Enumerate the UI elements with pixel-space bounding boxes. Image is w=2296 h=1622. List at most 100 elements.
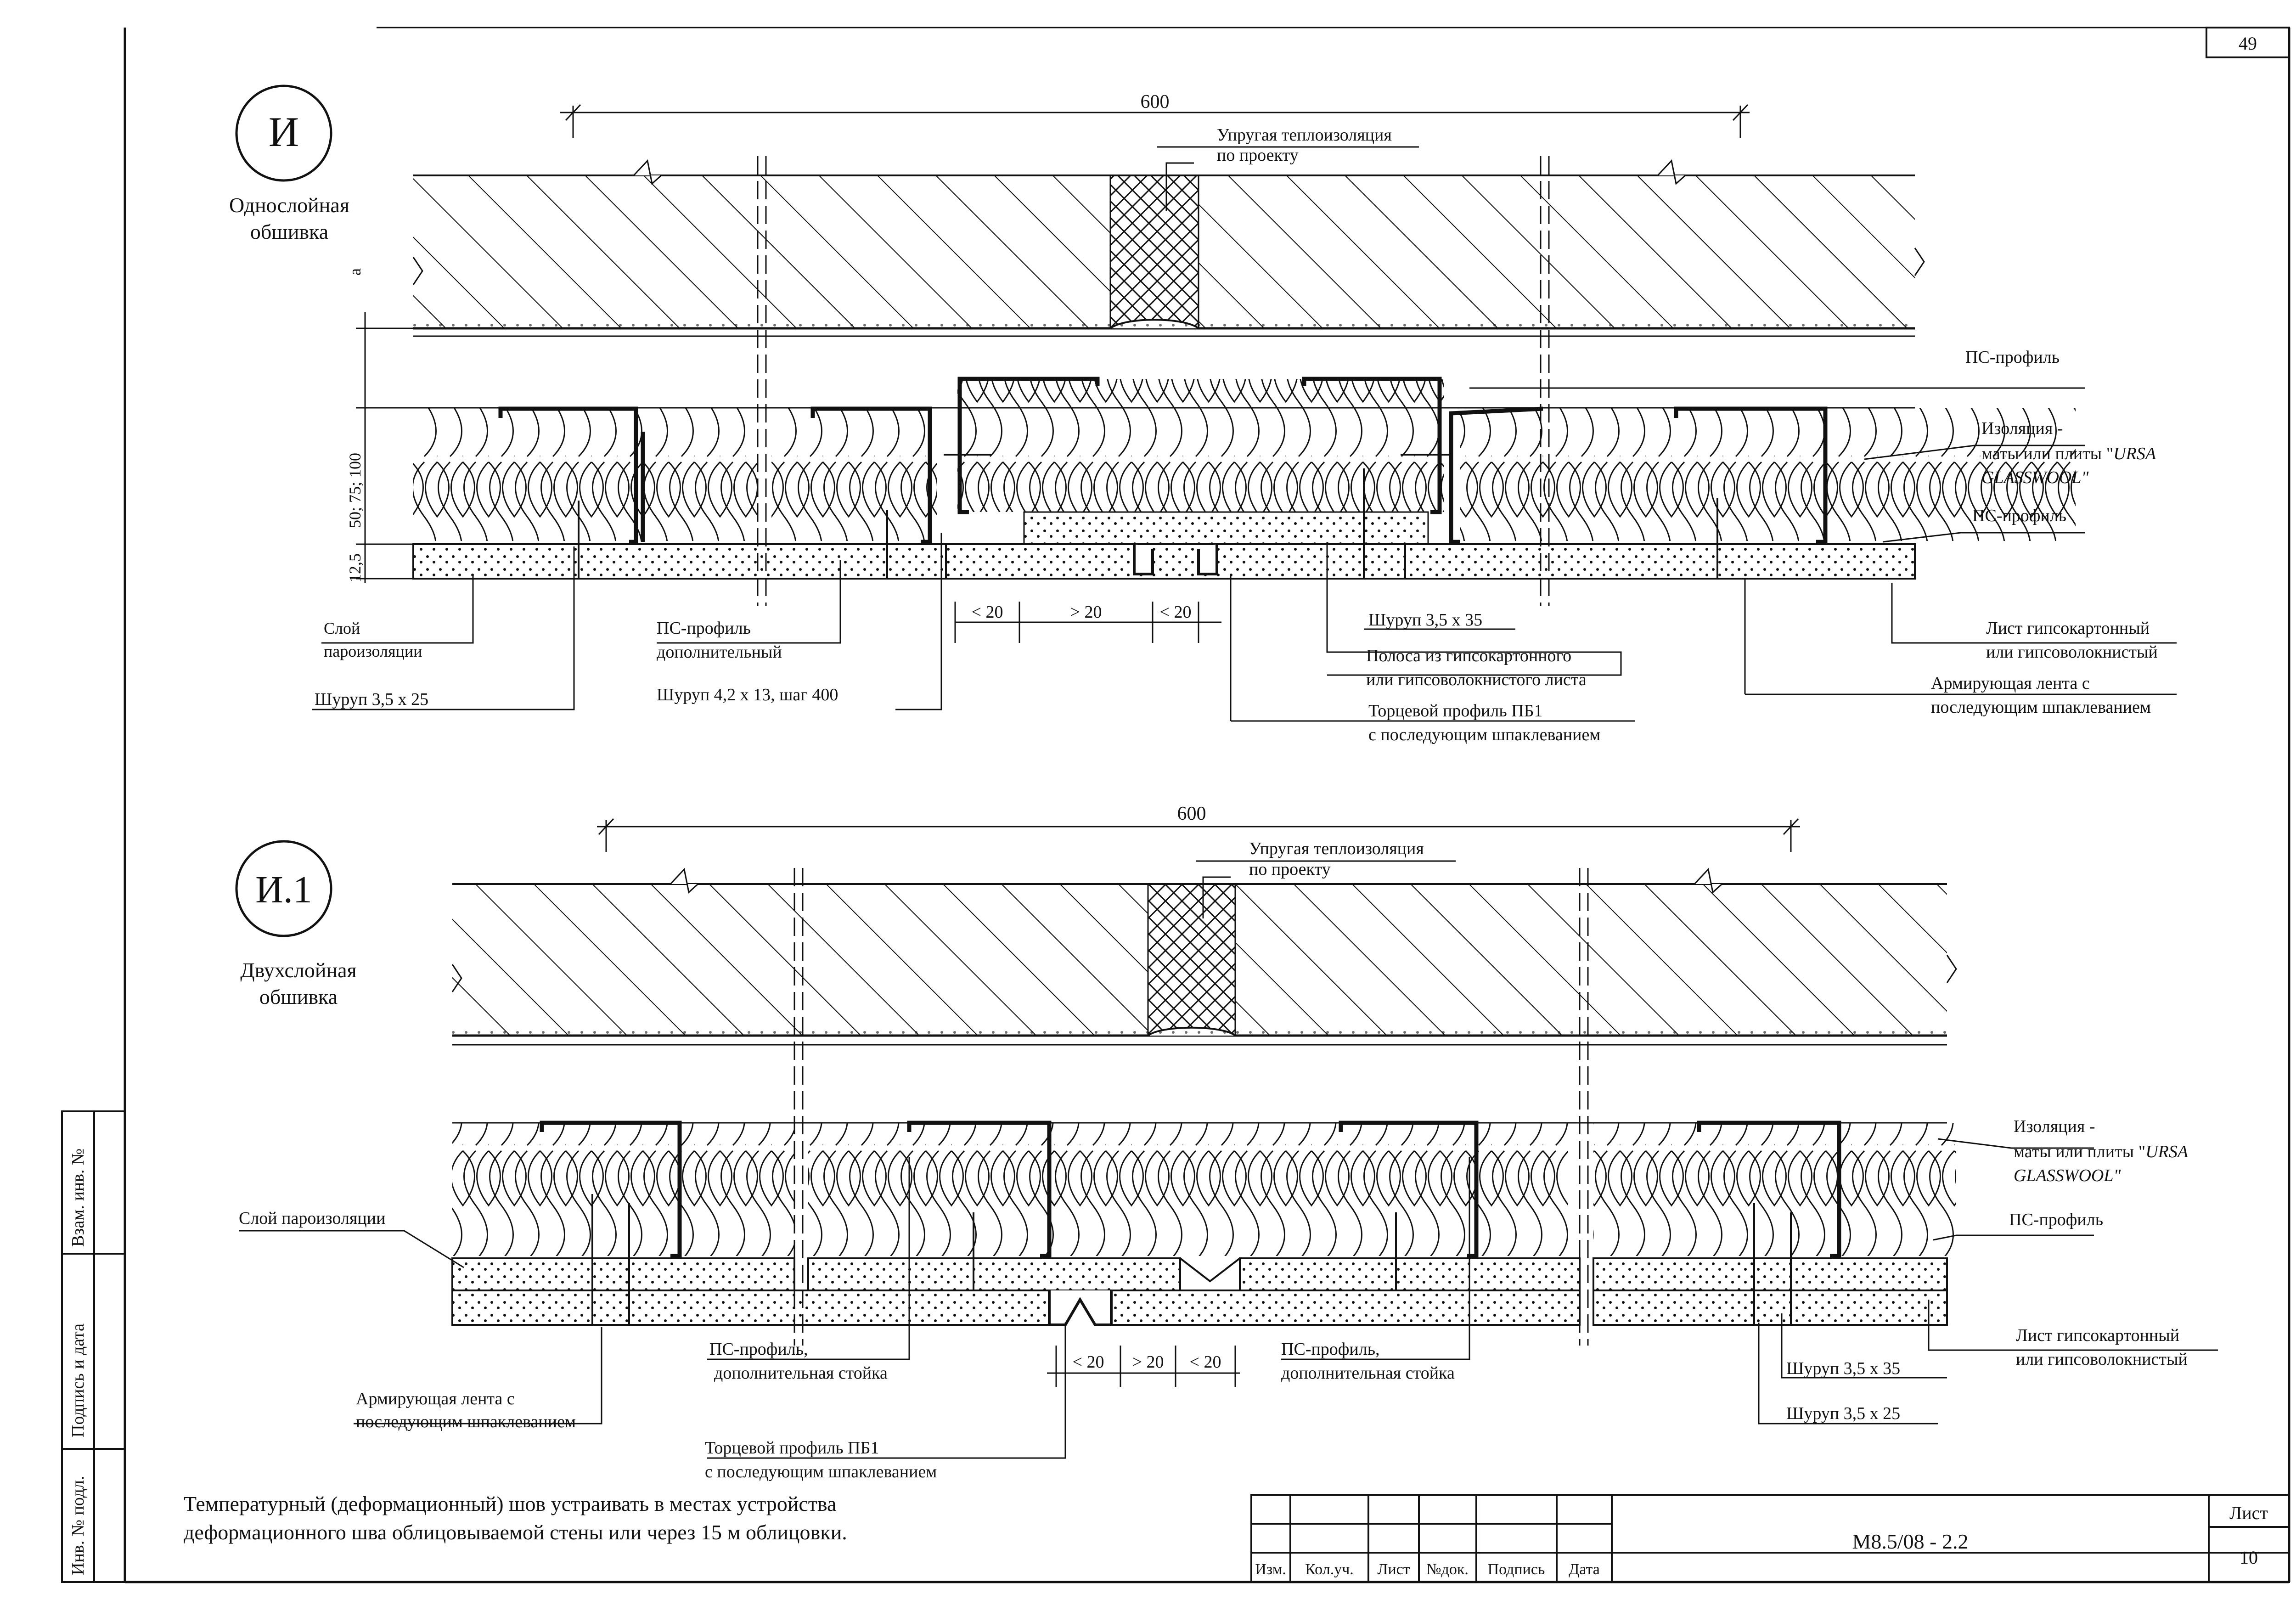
insulation-mats-i-2: маты или плиты "URSA (1981, 444, 2156, 463)
insulation-mats-i-brand2: GLASSWOOL" (1981, 468, 2089, 487)
screw-35x35-i1: Шуруп 3,5 х 35 (1786, 1359, 1900, 1378)
section-i-title-2: обшивка (250, 220, 328, 243)
section-i1: И.1 Двухслойная обшивка 600 (235, 803, 2218, 1481)
ps-profile-right-i1: ПС-профиль (2009, 1210, 2103, 1229)
vapor-i1: Слой пароизоляции (239, 1209, 385, 1228)
wall-i1 (451, 867, 1957, 1046)
gap-gt20-i: > 20 (1070, 603, 1102, 622)
section-i-marker-circle (235, 84, 332, 182)
stamp-inv-orig: Инв. № подл. (68, 1476, 88, 1575)
end-profile-i-2: с последующим шпаклеванием (1368, 725, 1600, 744)
stamp-sign-date: Подпись и дата (68, 1324, 88, 1437)
dim-a-i: a (346, 268, 364, 276)
dim-12-5-i: 12,5 (346, 553, 364, 582)
ps-extra-i-2: дополнительный (657, 642, 782, 662)
insulation-mats-i1-brand1: URSA (2145, 1142, 2189, 1161)
dim-thickness-i: 50; 75; 100 (346, 453, 364, 528)
dim-600-i (560, 104, 1750, 138)
ps-post-right-i1-1: ПС-профиль, (1281, 1340, 1380, 1359)
dim-600-i1 (597, 818, 1800, 852)
screws-i1 (591, 1194, 1792, 1325)
ps-profile-right-i: ПС-профиль (1972, 506, 2066, 525)
gap-lt20-left-i: < 20 (972, 603, 1003, 622)
section-i1-title-1: Двухслойная (240, 958, 356, 982)
tb-podpis: Подпись (1488, 1561, 1545, 1578)
tb-data: Дата (1569, 1561, 1600, 1578)
gypsum-i1-2: или гипсоволокнистый (2016, 1350, 2188, 1369)
tb-code: М8.5/08 - 2.2 (1852, 1530, 1969, 1553)
page-number-box: 49 (2206, 27, 2290, 58)
screw-35x25-i1: Шуруп 3,5 х 25 (1786, 1404, 1900, 1423)
tape-i-1: Армирующая лента с (1931, 674, 2090, 693)
gypsum-board-i1 (451, 1257, 1948, 1326)
tape-i1-1: Армирующая лента с (356, 1389, 515, 1408)
note-line-2: деформационного шва облицовываемой стены… (184, 1521, 847, 1544)
screw-42x13-i: Шуруп 4,2 х 13, шаг 400 (657, 685, 838, 704)
tb-sheet-number: 10 (2240, 1547, 2258, 1568)
section-i-marker: И (269, 108, 299, 155)
gypsum-board-i (412, 511, 1916, 580)
gypsum-i-2: или гипсоволокнистый (1986, 642, 2158, 662)
title-block (1250, 1494, 2290, 1583)
joint-lines-i1 (793, 868, 1589, 1346)
ps-post-left-i1-1: ПС-профиль, (709, 1340, 808, 1359)
ps-post-left-i1-2: дополнительная стойка (714, 1363, 888, 1383)
insulation-mats-i1-2: маты или плиты "URSA (2014, 1142, 2189, 1161)
section-i1-marker: И.1 (255, 868, 312, 911)
joint-lines-i (757, 156, 1550, 606)
dim-600-label-i: 600 (1141, 91, 1170, 113)
tb-kol: Кол.уч. (1305, 1561, 1354, 1578)
end-profile-i1-1: Торцевой профиль ПБ1 (705, 1438, 879, 1458)
insulation-mats-i1-1: Изоляция - (2014, 1117, 2095, 1136)
vapor-i-2: пароизоляции (324, 642, 422, 660)
tape-i-2: последующим шпаклеванием (1931, 698, 2151, 717)
insulation-i1-1: Упругая теплоизоляция (1249, 839, 1424, 858)
section-i-title-1: Однослойная (229, 193, 349, 217)
tb-sheet-label: Лист (2229, 1503, 2268, 1523)
dim-600-label-i1: 600 (1177, 803, 1206, 824)
gap-dims-i1 (1047, 1346, 1240, 1387)
gap-lt20-right-i1: < 20 (1190, 1352, 1221, 1372)
side-stamp (61, 1110, 126, 1583)
section-i1-title-2: обшивка (259, 985, 338, 1008)
insulation-i-1: Упругая теплоизоляция (1217, 125, 1392, 145)
gap-gt20-i1: > 20 (1132, 1352, 1164, 1372)
gap-lt20-right-i: < 20 (1160, 603, 1192, 622)
insulation-mats-i-2-text: маты или плиты " (1981, 444, 2113, 463)
ps-profile-top-i: ПС-профиль (1965, 348, 2060, 367)
screws-i (578, 454, 1718, 579)
gap-dims-i (954, 602, 1221, 643)
tb-izm: Изм. (1255, 1561, 1286, 1578)
strip-i-2: или гипсоволокнистого листа (1366, 670, 1587, 689)
insulation-mats-i1-brand2: GLASSWOOL" (2014, 1166, 2121, 1185)
leaders-i (312, 146, 2177, 722)
gypsum-i-1: Лист гипсокартонный (1986, 619, 2150, 638)
insulation-i1 (452, 1122, 1956, 1256)
stamp-inv-replace: Взам. инв. № (68, 1149, 88, 1247)
ps-profiles-i (498, 377, 1828, 544)
end-profile-i-1: Торцевой профиль ПБ1 (1368, 701, 1542, 721)
insulation-mats-i-brand1: URSA (2113, 444, 2156, 463)
dim-chain-i (356, 312, 416, 583)
tb-ndok: №док. (1426, 1561, 1469, 1578)
gap-lt20-left-i1: < 20 (1073, 1352, 1104, 1372)
wall-i (412, 159, 1925, 337)
vapor-i-1: Слой (324, 619, 360, 637)
strip-i-1: Полоса из гипсокартонного (1366, 646, 1571, 665)
end-profile-i1-2: с последующим шпаклеванием (705, 1462, 937, 1481)
screw-35x35-i: Шуруп 3,5 х 35 (1368, 610, 1482, 630)
leaders-i1 (239, 860, 2218, 1459)
insulation-i-2: по проекту (1217, 146, 1299, 165)
section-i1-marker-circle (235, 840, 332, 937)
insulation-i (400, 379, 2076, 541)
tb-list: Лист (1377, 1561, 1410, 1578)
insulation-i1-2: по проекту (1249, 860, 1331, 879)
page-number: 49 (2239, 33, 2257, 54)
insulation-mats-i-1: Изоляция - (1981, 419, 2063, 438)
ps-profiles-i1 (540, 1121, 1841, 1258)
ps-extra-i-1: ПС-профиль (657, 619, 751, 638)
section-i: И Однослойная обшивка 600 (229, 84, 2177, 744)
insulation-mats-i1-2-text: маты или плиты " (2014, 1142, 2145, 1161)
ps-post-right-i1-2: дополнительная стойка (1281, 1363, 1455, 1383)
